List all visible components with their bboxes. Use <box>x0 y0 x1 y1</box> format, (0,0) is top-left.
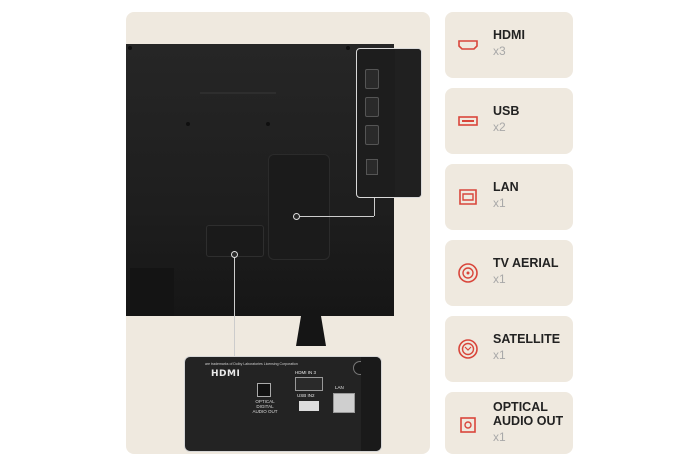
connector-name: HDMI <box>493 28 525 42</box>
connector-card-usb: USB x2 <box>445 88 573 154</box>
side-connector-inset <box>356 48 422 198</box>
hdmi-port-icon <box>295 377 323 391</box>
lan-port-icon <box>333 393 355 413</box>
connector-recess <box>268 154 330 260</box>
callout-dot <box>293 213 300 220</box>
connector-card-optical: OPTICAL AUDIO OUT x1 <box>445 392 573 454</box>
bottom-connector-inset: are trademarks of Dolby Laboratories Lic… <box>184 356 382 452</box>
hdmi-port-icon <box>365 69 379 89</box>
screw <box>266 122 270 126</box>
label-strip <box>395 49 421 197</box>
connector-count: x3 <box>493 44 506 58</box>
tv-base-shadow <box>130 268 174 316</box>
connector-name: LAN <box>493 180 519 194</box>
inset-edge <box>361 357 381 451</box>
satellite-port-icon <box>458 339 478 359</box>
connector-name: USB <box>493 104 520 118</box>
hdmi-port-icon <box>365 97 379 117</box>
trademark-text: are trademarks of Dolby Laboratories Lic… <box>205 362 298 366</box>
screw <box>128 46 132 50</box>
lan-port-icon <box>459 189 477 205</box>
usb-port-icon <box>366 159 378 175</box>
tv-stand-foot <box>296 310 326 346</box>
connector-name: SATELLITE <box>493 332 561 346</box>
connector-name: TV AERIAL <box>493 256 559 270</box>
optical-port-icon <box>257 383 271 397</box>
optical-port-icon <box>460 417 476 433</box>
screw <box>186 122 190 126</box>
connector-card-hdmi: HDMI x3 <box>445 12 573 78</box>
connector-card-aerial: TV AERIAL x1 <box>445 240 573 306</box>
usb-in2-label: USB IN2 <box>297 393 315 398</box>
hdmi-logo: HDMI <box>211 369 241 379</box>
connector-name: OPTICAL AUDIO OUT <box>493 400 564 428</box>
usb-port-icon <box>458 116 478 126</box>
connector-card-satellite: SATELLITE x1 <box>445 316 573 382</box>
connector-count: x2 <box>493 120 506 134</box>
aerial-port-icon <box>458 263 478 283</box>
hdmi-port-icon <box>458 40 478 50</box>
lan-label: LAN <box>335 385 344 390</box>
hdmi-in3-label: HDMI IN 3 <box>295 370 317 375</box>
tv-vents <box>200 92 276 102</box>
optical-label: OPTICAL DIGITAL AUDIO OUT <box>252 399 278 414</box>
usb-port-icon <box>299 401 319 411</box>
callout-line <box>296 216 374 217</box>
connector-count: x1 <box>493 272 506 286</box>
callout-line <box>234 254 235 356</box>
connector-count: x1 <box>493 196 506 210</box>
callout-line <box>374 196 375 216</box>
connector-card-lan: LAN x1 <box>445 164 573 230</box>
connector-count: x1 <box>493 430 506 444</box>
callout-dot <box>231 251 238 258</box>
connector-count: x1 <box>493 348 506 362</box>
hdmi-port-icon <box>365 125 379 145</box>
screw <box>346 46 350 50</box>
